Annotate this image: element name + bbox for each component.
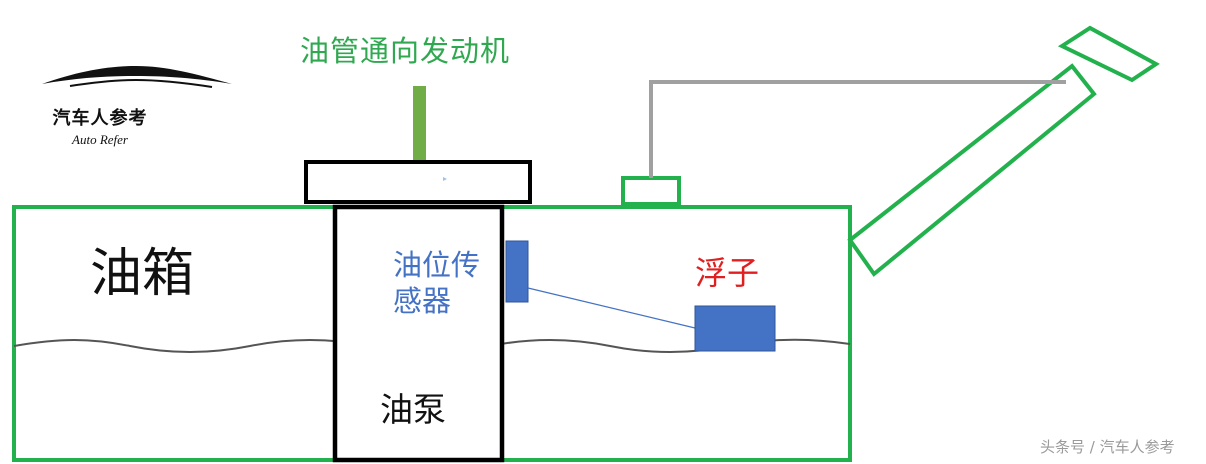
fuel-line-to-engine (413, 86, 426, 162)
car-silhouette-icon (42, 66, 232, 88)
pump-cap-mark (443, 177, 447, 181)
fuel-pump-label: 油泵 (380, 390, 446, 429)
logo-name-en: Auto Refer (72, 132, 128, 147)
float-label: 浮子 (695, 254, 760, 292)
logo: 汽车人参考 Auto Refer (36, 50, 236, 160)
fuel-tank-label: 油箱 (90, 244, 195, 304)
logo-name-cn: 汽车人参考 (52, 108, 148, 129)
pump-cap (304, 160, 532, 204)
float-arm (527, 287, 696, 329)
filler-neck (847, 25, 1160, 277)
fuel-line-label: 油管通向发动机 (300, 34, 511, 68)
watermark: 头条号 / 汽车人参考 (1040, 438, 1175, 456)
fuel-pump-body (332, 204, 505, 463)
float (694, 305, 776, 352)
level-sensor (505, 240, 529, 303)
sensor-rod (649, 80, 1066, 178)
level-sensor-label: 油位传感器 (393, 248, 481, 318)
sensor-mount (621, 176, 681, 206)
